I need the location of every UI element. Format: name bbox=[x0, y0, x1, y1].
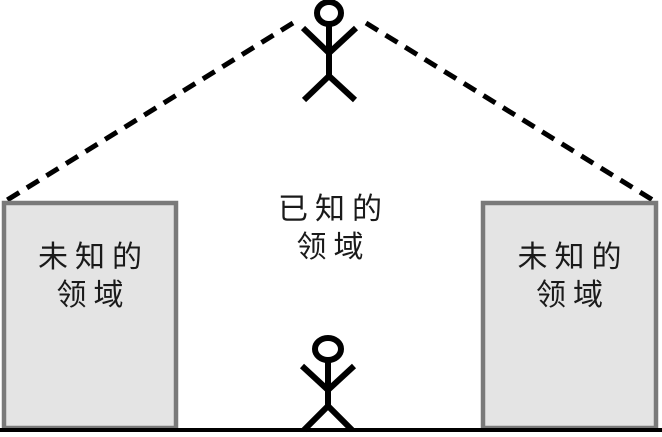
stick-person-arm-right bbox=[325, 363, 357, 393]
stick-person-arm-left bbox=[299, 363, 331, 393]
left-unknown-box bbox=[1, 200, 179, 431]
known-domain-label-line1: 已知的 bbox=[278, 192, 389, 227]
stick-person-arm-right bbox=[326, 25, 359, 56]
stick-person-leg-left bbox=[301, 403, 331, 433]
stick-person-head bbox=[314, 0, 344, 27]
right-unknown-domain-label: 未知的 领域 bbox=[483, 239, 656, 315]
known-domain-label: 已知的 领域 bbox=[240, 191, 420, 267]
left-unknown-label-line1: 未知的 bbox=[38, 240, 149, 275]
dashed-sightline-right bbox=[364, 20, 658, 205]
right-unknown-box bbox=[480, 200, 659, 431]
stick-person-leg-right bbox=[325, 403, 355, 433]
right-unknown-label-line2: 领域 bbox=[536, 278, 610, 313]
left-unknown-label-line2: 领域 bbox=[56, 278, 131, 313]
stick-person-leg-left bbox=[301, 73, 332, 103]
dashed-sightline-left bbox=[2, 20, 295, 205]
stick-person-bottom-icon bbox=[299, 335, 357, 433]
stick-person-leg-right bbox=[326, 73, 358, 103]
known-domain-label-line2: 领域 bbox=[296, 230, 371, 265]
left-unknown-domain-label: 未知的 领域 bbox=[4, 239, 176, 315]
right-unknown-label-line1: 未知的 bbox=[517, 240, 629, 275]
stick-person-arm-left bbox=[300, 25, 332, 56]
stick-person-top-icon bbox=[300, 0, 359, 103]
stick-person-head bbox=[312, 335, 344, 363]
